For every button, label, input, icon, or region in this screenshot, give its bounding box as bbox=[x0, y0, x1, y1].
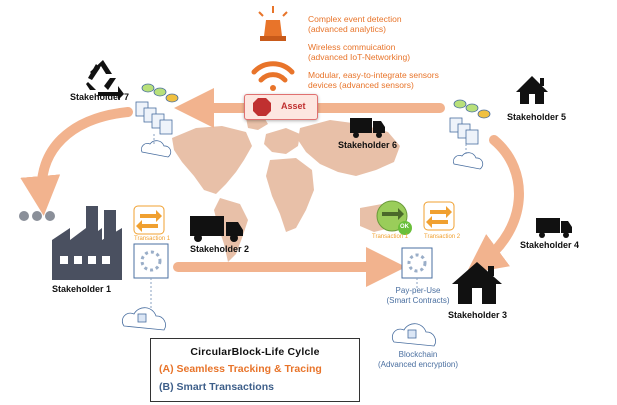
legend-box: CircularBlock-Life Cylcle (A) Seamless T… bbox=[150, 338, 360, 402]
pay-per-use-line1: Pay-per-Use bbox=[395, 286, 441, 295]
feature-sensors-title: Modular, easy-to-integrate sensors bbox=[308, 70, 439, 80]
flow-arrow-right bbox=[465, 135, 524, 274]
transaction-1-right-label: Transaction 1 bbox=[372, 234, 409, 240]
factory-icon bbox=[19, 206, 122, 280]
blockchain-line1: Blockchain bbox=[398, 350, 438, 359]
flow-arrow-left bbox=[20, 107, 133, 216]
truck-icon-stakeholder-2 bbox=[190, 216, 243, 242]
dashed-connectors bbox=[150, 134, 467, 310]
stakeholder-3-label: Stakeholder 3 bbox=[448, 310, 508, 320]
stakeholder-2-label: Stakeholder 2 bbox=[190, 244, 250, 254]
cloud-lock-icon-blockchain bbox=[391, 323, 436, 347]
blockchain-line2: (Advanced encryption) bbox=[377, 360, 459, 369]
exchange-ok-icon-transaction-1-right bbox=[376, 200, 412, 235]
map-europe bbox=[264, 128, 300, 154]
stop-octagon-icon bbox=[253, 98, 271, 116]
cloud-lock-icon-stakeholder-5 bbox=[453, 152, 484, 170]
truck-icon-stakeholder-6 bbox=[350, 118, 385, 138]
recycle-icon bbox=[86, 60, 124, 100]
feature-event-detection-title: Complex event detection bbox=[308, 14, 402, 24]
feature-wireless-subtitle: (advanced IoT-Networking) bbox=[308, 52, 411, 62]
legend-item-a: (A) Seamless Tracking & Tracing bbox=[159, 363, 322, 375]
transaction-1-left-label: Transaction 1 bbox=[134, 236, 171, 242]
feature-event-detection: Complex event detection (advanced analyt… bbox=[308, 14, 402, 34]
legend-title: CircularBlock-Life Cylcle bbox=[190, 346, 320, 358]
exchange-icon-transaction-2-right bbox=[423, 201, 455, 231]
stakeholder-6-label: Stakeholder 6 bbox=[338, 140, 398, 150]
stakeholder-7-label: Stakeholder 7 bbox=[70, 92, 130, 102]
legend-item-b: (B) Smart Transactions bbox=[159, 381, 274, 393]
stakeholder-4-label: Stakeholder 4 bbox=[520, 240, 580, 250]
feature-event-detection-subtitle: (advanced analytics) bbox=[308, 24, 386, 34]
pay-per-use-line2: (Smart Contracts) bbox=[386, 296, 450, 305]
cloud-lock-icon-stakeholder-7 bbox=[141, 140, 172, 158]
stakeholder-1-label: Stakeholder 1 bbox=[52, 284, 112, 294]
house-icon-stakeholder-3 bbox=[452, 262, 502, 304]
pay-per-use-text: Pay-per-Use (Smart Contracts) bbox=[372, 286, 464, 306]
sensor-docs-stakeholder-7 bbox=[135, 83, 179, 135]
feature-wireless-title: Wireless commuication bbox=[308, 42, 396, 52]
spinner-icon-stakeholder-3 bbox=[401, 247, 433, 279]
map-africa bbox=[266, 158, 314, 232]
house-icon-stakeholder-5 bbox=[516, 76, 548, 104]
feature-wireless: Wireless commuication (advanced IoT-Netw… bbox=[308, 42, 410, 62]
map-north-america bbox=[172, 126, 252, 194]
feature-sensors-subtitle: devices (advanced sensors) bbox=[308, 80, 414, 90]
spinner-icon-stakeholder-1 bbox=[133, 243, 169, 279]
map-asia bbox=[298, 120, 400, 176]
world-map bbox=[172, 114, 400, 262]
stakeholder-5-label: Stakeholder 5 bbox=[507, 112, 567, 122]
blockchain-text: Blockchain (Advanced encryption) bbox=[370, 350, 466, 370]
feature-sensors: Modular, easy-to-integrate sensors devic… bbox=[308, 70, 439, 90]
transaction-2-right-label: Transaction 2 bbox=[424, 234, 461, 240]
truck-icon-stakeholder-4 bbox=[536, 218, 572, 238]
lifecycle-flow bbox=[20, 88, 524, 287]
beacon-light-icon bbox=[258, 6, 288, 41]
exchange-icon-transaction-1-left bbox=[133, 205, 165, 235]
asset-label: Asset bbox=[281, 101, 306, 111]
sensor-docs-stakeholder-5 bbox=[449, 99, 491, 145]
asset-box: Asset bbox=[244, 94, 318, 120]
cloud-lock-icon-stakeholder-1 bbox=[121, 307, 166, 331]
ok-badge: OK bbox=[400, 224, 409, 230]
wifi-signal-icon bbox=[251, 61, 295, 91]
